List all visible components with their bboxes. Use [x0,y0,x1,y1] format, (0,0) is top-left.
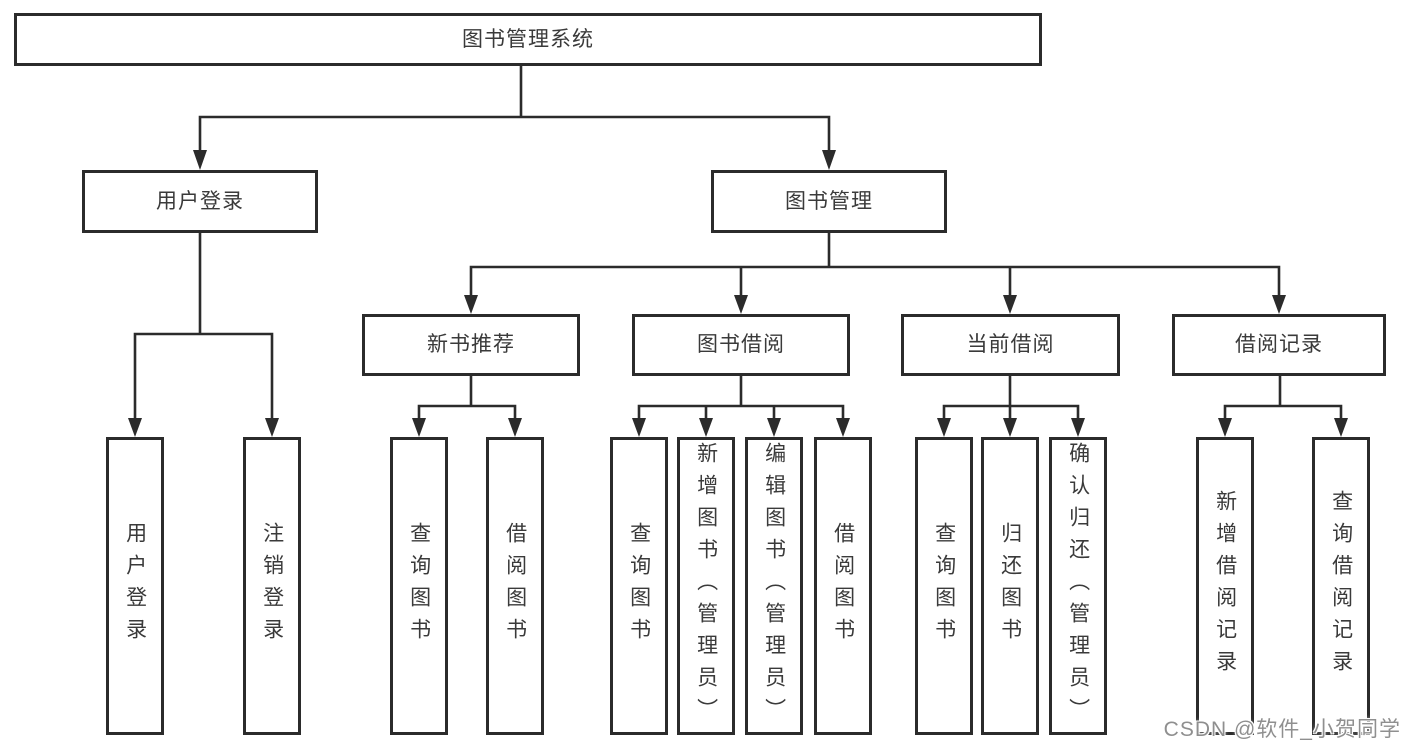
node-book-management: 图书管理 [711,170,947,233]
leaf-add-borrow-record: 新增借阅记录 [1196,437,1254,735]
node-label: 编辑图书（管理员） [762,442,786,730]
leaf-query-books-current: 查询图书 [915,437,973,735]
leaf-query-borrow-record: 查询借阅记录 [1312,437,1370,735]
node-label: 新书推荐 [427,333,515,357]
connector-bookmgmt-to-level2 [469,233,1281,298]
leaf-edit-books-admin: 编辑图书（管理员） [745,437,803,735]
leaf-borrow-books-borrowing: 借阅图书 [814,437,872,735]
node-label: 查询图书 [407,522,431,650]
node-borrow-records: 借阅记录 [1172,314,1386,376]
node-label: 用户登录 [156,189,244,213]
node-label: 新增借阅记录 [1213,490,1237,682]
leaf-query-books-recommend: 查询图书 [390,437,448,735]
node-label: 新增图书（管理员） [694,442,718,730]
arrowheads-level2 [464,295,1286,314]
node-current-borrowing: 当前借阅 [901,314,1120,376]
node-new-book-recommend: 新书推荐 [362,314,580,376]
node-label: 图书管理 [785,189,873,213]
arrowheads-leaves [128,418,1348,437]
connector-level2-to-leaves [417,376,1343,421]
node-label: 借阅图书 [831,522,855,650]
node-label: 图书管理系统 [462,27,594,51]
node-user-login: 用户登录 [82,170,318,233]
node-label: 查询图书 [932,522,956,650]
watermark: CSDN @软件_小贺同学 [1163,718,1401,741]
node-label: 查询借阅记录 [1329,490,1353,682]
node-book-borrowing: 图书借阅 [632,314,850,376]
node-label: 图书借阅 [697,333,785,357]
node-label: 用户登录 [123,522,147,650]
node-label: 当前借阅 [966,333,1055,357]
leaf-add-books-admin: 新增图书（管理员） [677,437,735,735]
node-label: 归还图书 [998,522,1022,650]
connector-root-to-level1 [198,66,831,152]
leaf-confirm-return-admin: 确认归还（管理员） [1049,437,1107,735]
leaf-query-books-borrowing: 查询图书 [610,437,668,735]
node-label: 借阅记录 [1235,333,1323,357]
node-label: 借阅图书 [503,522,527,650]
leaf-return-books: 归还图书 [981,437,1039,735]
leaf-user-login: 用户登录 [106,437,164,735]
arrowheads-level1 [193,150,836,170]
leaf-logout-login: 注销登录 [243,437,301,735]
node-root: 图书管理系统 [14,13,1042,66]
connector-userlogin-to-leaves [133,233,274,421]
leaf-borrow-books-recommend: 借阅图书 [486,437,544,735]
node-label: 确认归还（管理员） [1066,442,1090,730]
node-label: 查询图书 [627,522,651,650]
node-label: 注销登录 [260,522,284,650]
